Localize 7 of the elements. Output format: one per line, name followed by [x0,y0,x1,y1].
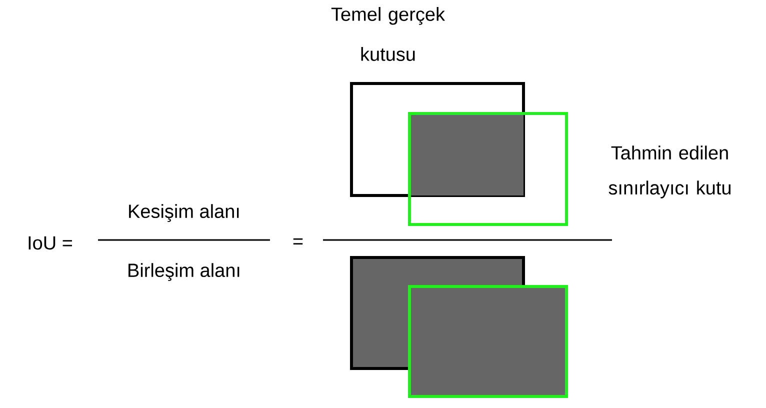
box-label: Temel gerçek kutusu [331,7,446,61]
formula-text: Birleşim alanı [128,263,240,281]
box-label: Tahmin edilen sınırlayıcı kutu [608,146,730,198]
formula-text: Kesişim alanı [129,204,239,222]
formula-text: = [293,238,303,244]
filled-box [408,285,568,398]
formula-text: IoU = [28,236,72,250]
